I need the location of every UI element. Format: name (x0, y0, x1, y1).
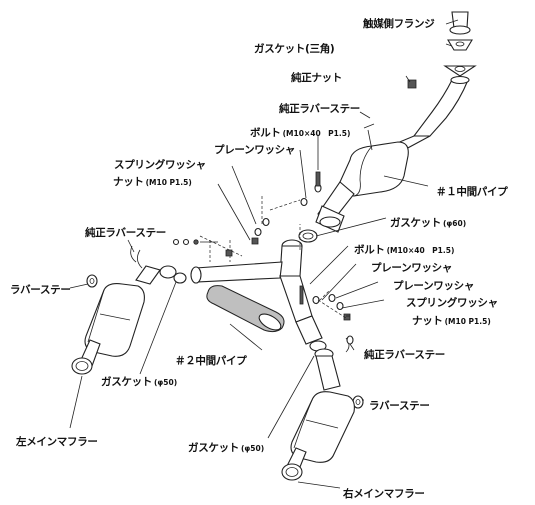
stock-rubber-stay-right-part (345, 335, 354, 353)
label-text: 純正ラバーステー (85, 227, 166, 239)
catalyst-flange-part (447, 11, 473, 51)
label-rubber-stay-right: ラバーステー (369, 396, 430, 412)
label-right-main-muffler: 右メインマフラー (343, 484, 425, 500)
label-gasket-60: ガスケット(φ60) (390, 213, 466, 229)
label-text: 純正ナット (291, 72, 342, 84)
label-text: ガスケット (390, 217, 441, 229)
label-spec: (M10 P1.5) (444, 317, 491, 326)
label-catalyst-flange: 触媒側フランジ (363, 14, 435, 30)
label-gasket-triangle: ガスケット(三角) (254, 39, 335, 55)
label-left-main-muffler: 左メインマフラー (16, 432, 98, 448)
label-text: プレーンワッシャ (393, 280, 475, 292)
label-nut-top: ナット(M10 P1.5) (113, 172, 192, 188)
label-spring-washer-right: スプリングワッシャ (406, 293, 498, 309)
label-text: ボルト (354, 244, 385, 256)
label-stock-nut-top: 純正ナット (291, 68, 342, 84)
label-text: スプリングワッシャ (114, 159, 206, 171)
label-text: スプリングワッシャ (406, 297, 498, 309)
label-text: ＃２中間パイプ (175, 355, 247, 367)
label-rubber-stay-left: ラバーステー (10, 280, 71, 296)
right-main-muffler-part (281, 340, 355, 481)
label-text: 純正ラバーステー (279, 103, 360, 115)
label-text: ボルト (250, 127, 281, 139)
label-spec: (φ60) (443, 219, 467, 228)
label-text: 左メインマフラー (16, 436, 98, 448)
label-bolt-top: ボルト(M10×40 P1.5) (250, 123, 350, 139)
label-spec: (φ50) (154, 378, 178, 387)
label-text: ガスケット(三角) (254, 43, 335, 55)
hardware-stack-top (251, 171, 322, 245)
label-mid-pipe-2: ＃２中間パイプ (175, 351, 247, 367)
label-stock-rubber-stay-left: 純正ラバーステー (85, 223, 166, 239)
label-nut-right: ナット(M10 P1.5) (412, 311, 491, 327)
label-spec: (M10 P1.5) (145, 178, 192, 187)
label-text: ラバーステー (369, 400, 430, 412)
label-bolt-right: ボルト(M10×40 P1.5) (354, 240, 454, 256)
label-text: ナット (113, 176, 144, 188)
label-plain-washer-top: プレーンワッシャ (214, 140, 295, 156)
label-gasket-50-left: ガスケット(φ50) (101, 372, 177, 388)
label-gasket-50-right: ガスケット(φ50) (188, 438, 264, 454)
rubber-stay-left-part (86, 274, 98, 288)
label-plain-washer-right2: プレーンワッシャ (393, 276, 474, 292)
mid-pipe-1-part (315, 75, 470, 233)
label-text: ナット (412, 315, 443, 327)
label-text: ラバーステー (10, 284, 71, 296)
label-text: プレーンワッシャ (371, 262, 453, 274)
left-main-muffler-part (71, 265, 187, 375)
label-spring-washer-top: スプリングワッシャ (114, 155, 206, 171)
leader-lines (69, 19, 459, 489)
triangle-gasket-part (443, 65, 477, 77)
gasket-60-part (298, 229, 318, 243)
label-stock-rubber-stay-right: 純正ラバーステー (364, 345, 445, 361)
label-stock-rubber-stay-top: 純正ラバーステー (279, 99, 360, 115)
label-plain-washer-right: プレーンワッシャ (371, 258, 452, 274)
label-spec: (M10×40 P1.5) (386, 246, 455, 255)
label-text: ガスケット (188, 442, 239, 454)
label-mid-pipe-1: ＃１中間パイプ (436, 182, 508, 198)
label-text: ガスケット (101, 376, 152, 388)
label-text: 右メインマフラー (343, 488, 425, 500)
label-text: 純正ラバーステー (364, 349, 445, 361)
label-spec: (M10×40 P1.5) (282, 129, 351, 138)
hardware-right-stack (299, 285, 351, 321)
label-text: プレーンワッシャ (214, 144, 296, 156)
hardware-left-flange (172, 235, 243, 257)
label-text: ＃１中間パイプ (436, 186, 508, 198)
label-spec: (φ50) (241, 444, 265, 453)
label-text: 触媒側フランジ (363, 18, 435, 30)
